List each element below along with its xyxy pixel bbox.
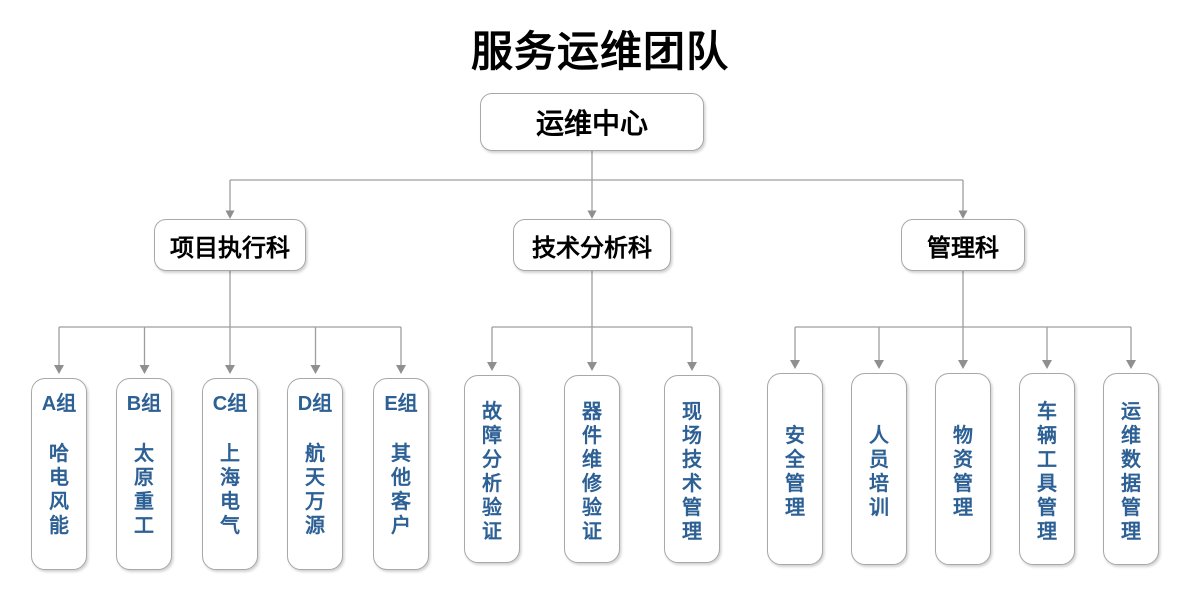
leaf-group-b-taiyuan-heavy: B组 太原重工 <box>116 378 172 570</box>
leaf-fault-analysis-verification: 故障分析验证 <box>464 375 520 563</box>
leaf-name: 太原重工 <box>134 443 154 537</box>
leaf-group-label: A组 <box>41 393 77 415</box>
leaf-name: 上海电气 <box>220 443 240 537</box>
leaf-name: 哈电风能 <box>49 443 69 537</box>
leaf-name: 安全管理 <box>785 425 805 519</box>
leaf-component-repair-verification: 器件维修验证 <box>564 375 620 563</box>
branch-management: 管理科 <box>901 219 1025 271</box>
root-node-label: 运维中心 <box>535 108 648 139</box>
branch-project-execution: 项目执行科 <box>154 219 306 271</box>
leaf-group-label: D组 <box>297 393 333 415</box>
leaf-group-label: E组 <box>384 393 418 415</box>
leaf-name: 航天万源 <box>305 443 325 537</box>
branch-label: 管理科 <box>927 234 999 262</box>
branch-label: 项目执行科 <box>170 234 290 262</box>
leaf-group-c-shanghai-electric: C组 上海电气 <box>202 378 258 570</box>
leaf-group-a-hadian-wind: A组 哈电风能 <box>31 378 87 570</box>
leaf-name: 运维数据管理 <box>1121 401 1141 543</box>
leaf-group-label: B组 <box>126 393 162 415</box>
leaf-safety-management: 安全管理 <box>767 373 823 565</box>
leaf-name: 车辆工具管理 <box>1037 401 1057 543</box>
leaf-name: 人员培训 <box>869 425 889 519</box>
chart-title: 服务运维团队 <box>470 28 729 75</box>
leaf-name: 故障分析验证 <box>482 401 502 543</box>
leaf-group-d-aerospace-wanyuan: D组 航天万源 <box>287 378 343 570</box>
branch-technical-analysis: 技术分析科 <box>513 219 671 271</box>
leaf-group-label: C组 <box>212 393 248 415</box>
leaf-name: 现场技术管理 <box>682 401 702 543</box>
leaf-field-technology-management: 现场技术管理 <box>664 375 720 563</box>
leaf-personnel-training: 人员培训 <box>851 373 907 565</box>
root-node-operations-center: 运维中心 <box>480 93 704 151</box>
leaf-operations-data-management: 运维数据管理 <box>1103 373 1159 565</box>
leaf-name: 其他客户 <box>391 443 411 537</box>
branch-label: 技术分析科 <box>532 234 652 262</box>
leaf-material-management: 物资管理 <box>935 373 991 565</box>
leaf-name: 器件维修验证 <box>582 401 602 543</box>
leaf-name: 物资管理 <box>953 425 973 519</box>
leaf-group-e-other-customers: E组 其他客户 <box>373 378 429 570</box>
leaf-vehicle-tool-management: 车辆工具管理 <box>1019 373 1075 565</box>
